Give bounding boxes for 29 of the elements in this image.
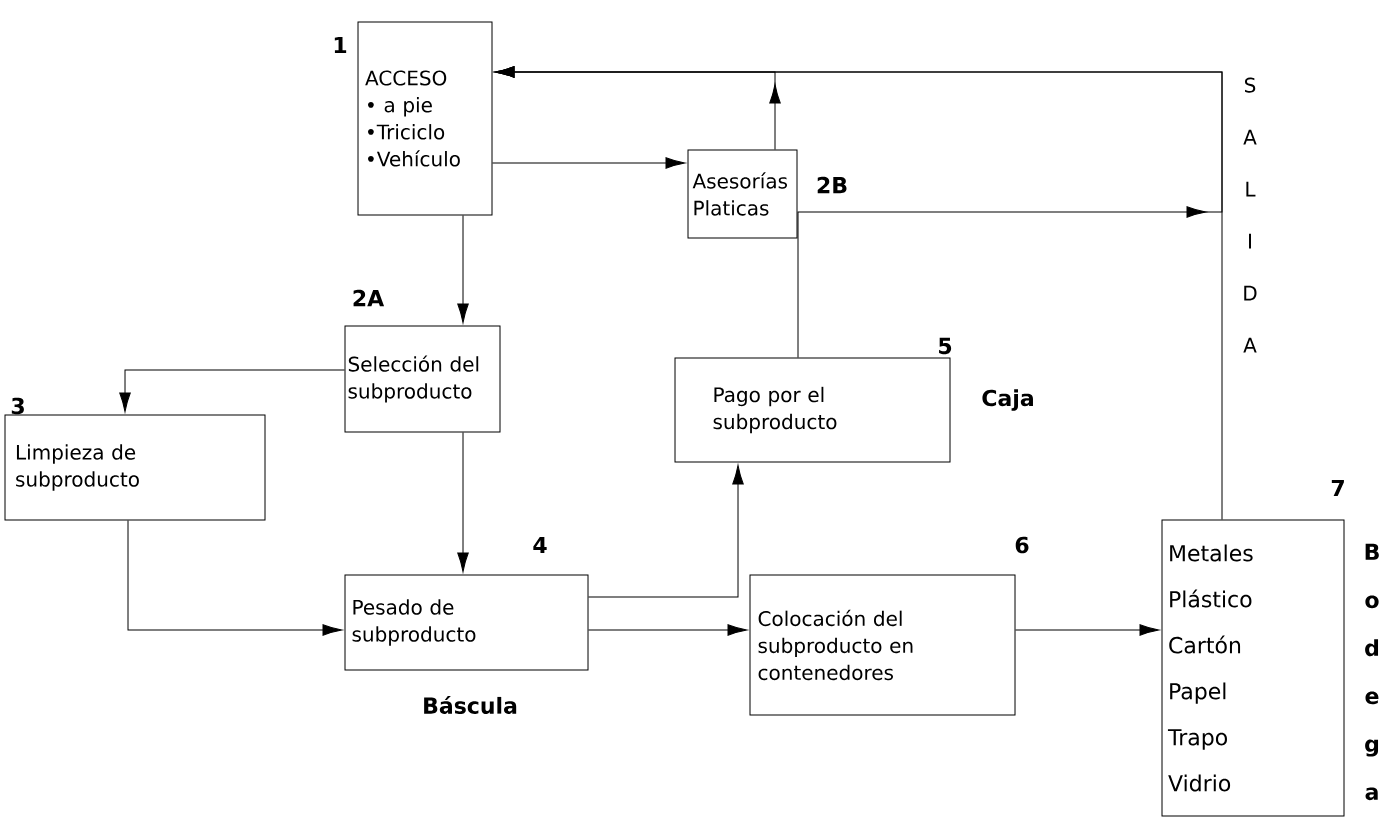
process-box: Pesado de subproducto [344, 574, 589, 671]
step-number: 6 [1015, 536, 1029, 554]
edge-label: SALIDA [1237, 76, 1263, 354]
side-label: Caja [982, 389, 1033, 411]
process-box: Selección del subproducto [344, 325, 501, 433]
step-number: 4 [533, 536, 547, 553]
arrow [494, 66, 1223, 358]
arrow [127, 520, 343, 636]
arrow [119, 369, 345, 413]
arrow [1015, 624, 1160, 636]
process-box: Colocación del subproducto en contenedores [749, 574, 1016, 716]
arrow [492, 157, 686, 169]
arrow [588, 624, 748, 636]
step-number: 2A [353, 289, 385, 307]
process-box: Metales Plástico Cartón Papel Trapo Vidrio [1161, 519, 1345, 817]
process-box: Asesorías Platicas [687, 149, 798, 239]
step-number: 5 [939, 337, 952, 355]
process-box: Limpieza de subproducto [4, 414, 266, 521]
arrow [588, 464, 744, 598]
side-label: Báscula [424, 696, 517, 714]
step-number: 2B [817, 176, 847, 194]
process-box: ACCESO • a pie •Triciclo •Vehículo [357, 21, 493, 216]
step-number: 1 [334, 36, 347, 53]
arrow [457, 432, 469, 573]
step-number: 7 [1331, 479, 1344, 496]
side-label: Bodega [1365, 543, 1379, 801]
process-box: Pago por el subproducto [674, 357, 951, 463]
step-number: 3 [11, 397, 24, 415]
arrow [457, 215, 469, 324]
